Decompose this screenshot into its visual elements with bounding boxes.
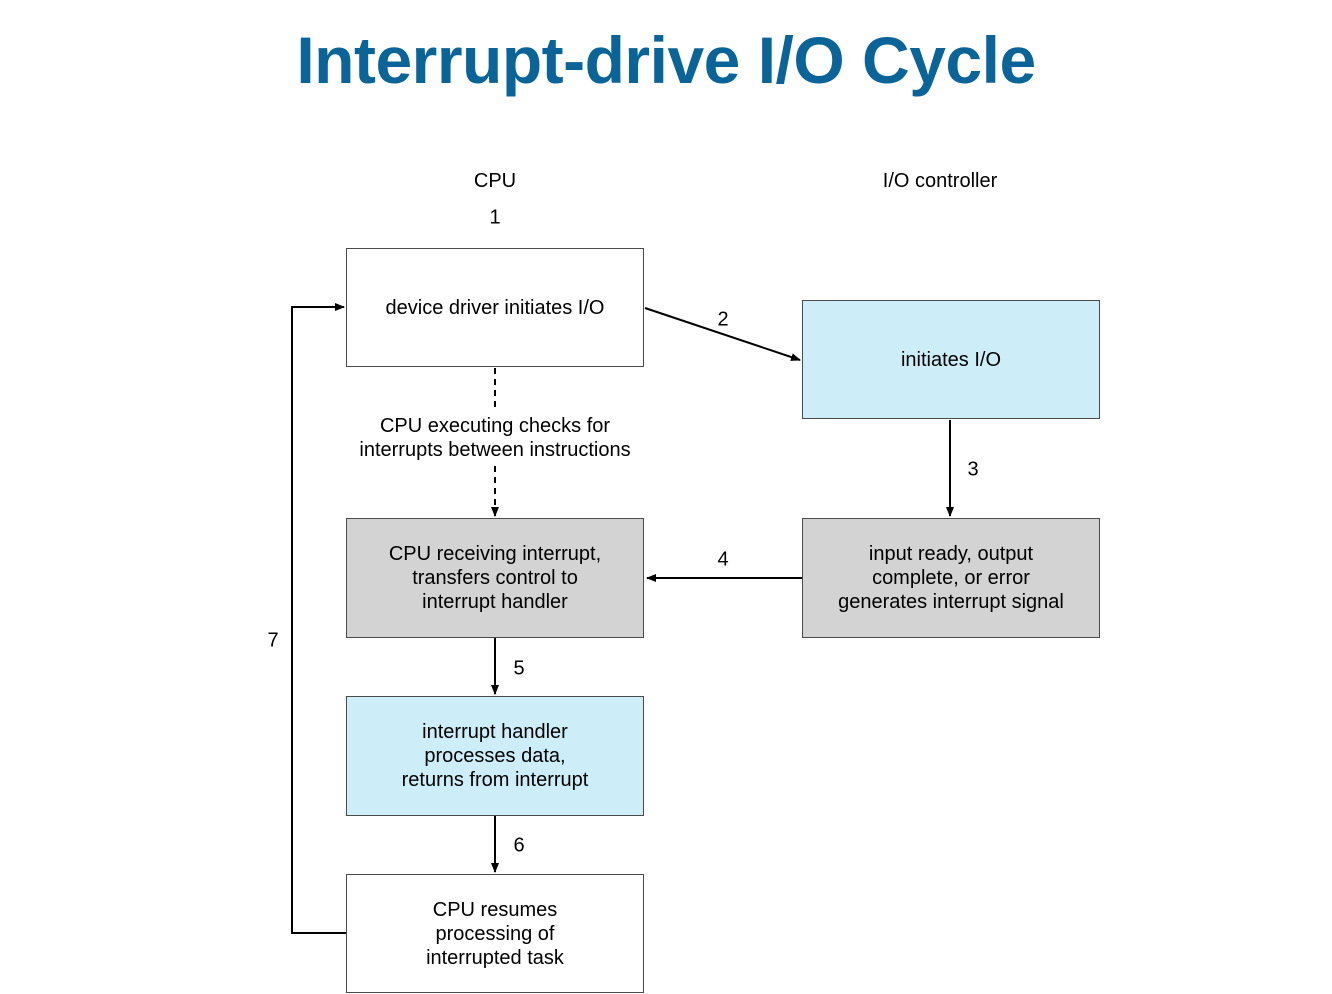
box-interrupt-signal: input ready, output complete, or error g…: [802, 518, 1100, 638]
step-4-label: 4: [717, 548, 729, 571]
box-interrupt-handler: interrupt handler processes data, return…: [346, 696, 644, 816]
step-2-label: 2: [717, 308, 729, 331]
page-title: Interrupt-drive I/O Cycle: [296, 23, 1036, 97]
step-3-label: 3: [967, 458, 979, 481]
arrow-step-2: [644, 307, 801, 361]
step-5-label: 5: [513, 657, 525, 680]
io-controller-column-label: I/O controller: [882, 170, 998, 192]
box-cpu-resumes: CPU resumes processing of interrupted ta…: [346, 874, 644, 993]
box-initiates-io: initiates I/O: [802, 300, 1100, 419]
step-6-label: 6: [513, 834, 525, 857]
interrupt-check-note: CPU executing checks for interrupts betw…: [359, 414, 631, 462]
arrow-step-7: [291, 303, 346, 934]
cpu-column-label: CPU: [473, 170, 517, 192]
box-device-driver-initiates: device driver initiates I/O: [346, 248, 644, 367]
step-1-label: 1: [489, 206, 501, 229]
box-cpu-receiving-interrupt: CPU receiving interrupt, transfers contr…: [346, 518, 644, 638]
step-7-label: 7: [267, 629, 279, 652]
